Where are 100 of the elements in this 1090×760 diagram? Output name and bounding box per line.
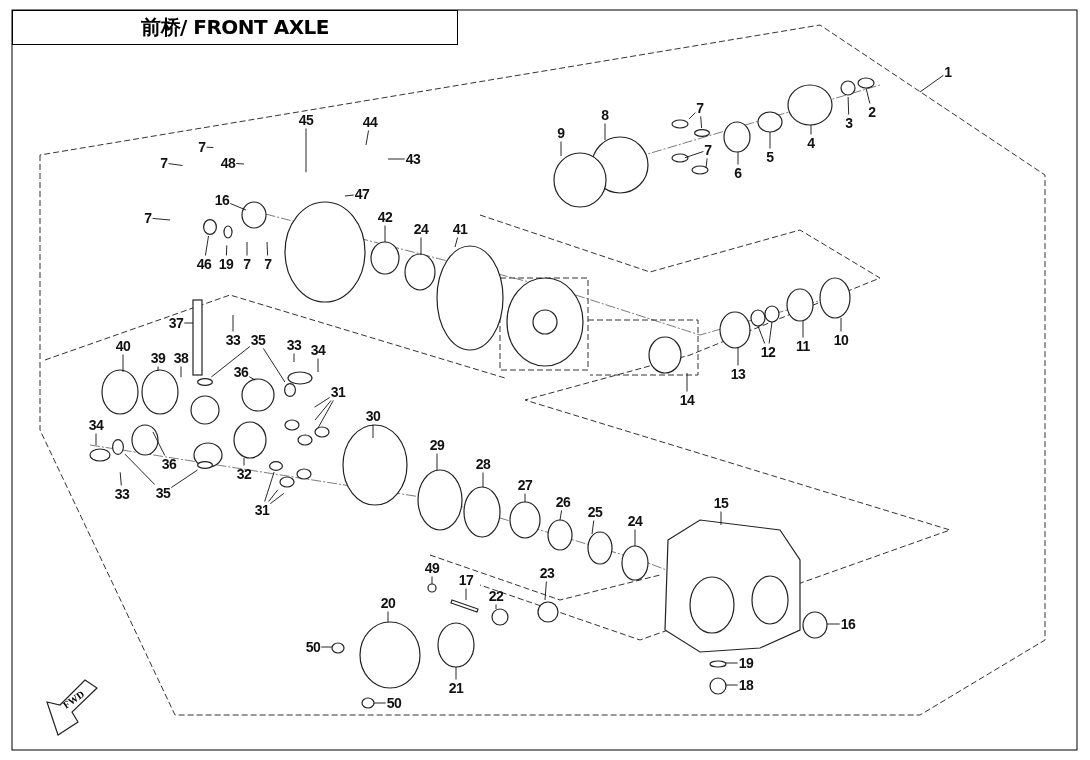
- leader-line: [225, 244, 228, 256]
- leader-line: [700, 116, 703, 129]
- callout-number: 10: [833, 332, 849, 348]
- leader-line: [737, 151, 739, 165]
- callout-number: 50: [386, 695, 402, 711]
- callout-number: 16: [214, 192, 230, 208]
- callout-number: 3: [845, 115, 853, 131]
- leader-line: [604, 123, 606, 141]
- leader-line: [305, 128, 307, 173]
- leader-line: [684, 151, 704, 159]
- callout-number: 30: [365, 408, 381, 424]
- leader-line: [314, 396, 331, 408]
- leader-line: [246, 241, 248, 256]
- callout-number: 12: [760, 344, 776, 360]
- callout-number: 21: [448, 680, 464, 696]
- callout-number: 33: [225, 332, 241, 348]
- leader-line: [560, 141, 562, 157]
- callout-number: 50: [305, 639, 321, 655]
- callout-number: 35: [250, 332, 266, 348]
- leader-line: [559, 510, 563, 521]
- leader-line: [365, 130, 369, 146]
- callout-number: 45: [298, 112, 314, 128]
- callout-number: 27: [517, 477, 533, 493]
- leader-line: [465, 588, 467, 601]
- leader-line: [124, 453, 156, 485]
- leader-line: [725, 684, 739, 686]
- leader-line: [810, 124, 812, 135]
- leader-line: [431, 576, 433, 585]
- leader-line: [720, 511, 722, 526]
- leader-line: [152, 217, 171, 221]
- leader-line: [802, 320, 804, 338]
- leader-line: [420, 237, 422, 256]
- callout-number: 47: [354, 186, 370, 202]
- leader-line: [372, 424, 374, 439]
- leader-line: [495, 604, 497, 610]
- callout-number: 24: [627, 513, 643, 529]
- leader-line: [152, 431, 166, 456]
- callout-number: 36: [233, 364, 249, 380]
- callout-number: 28: [475, 456, 491, 472]
- leader-line: [482, 472, 484, 488]
- leader-line: [757, 325, 766, 344]
- callout-number: 16: [840, 616, 856, 632]
- leader-line: [268, 489, 279, 502]
- callout-number: 38: [173, 350, 189, 366]
- callout-number: 17: [458, 572, 474, 588]
- callout-number: 33: [286, 337, 302, 353]
- callout-number: 23: [539, 565, 555, 581]
- leader-line: [95, 433, 97, 446]
- callout-number: 42: [377, 209, 393, 225]
- callout-number: 11: [796, 338, 810, 354]
- leader-line: [737, 347, 739, 366]
- callout-number: 7: [704, 142, 712, 158]
- leader-line: [248, 376, 256, 381]
- callout-number: 7: [696, 100, 704, 116]
- callout-number: 32: [236, 466, 252, 482]
- leader-line: [826, 623, 841, 625]
- leader-line: [384, 225, 386, 243]
- callout-number: 26: [555, 494, 571, 510]
- leader-line: [122, 354, 124, 373]
- leader-line: [180, 366, 182, 378]
- leader-line: [919, 74, 944, 93]
- leader-line: [591, 520, 595, 535]
- callout-number: 33: [114, 486, 130, 502]
- leader-line: [320, 646, 333, 648]
- callout-number: 19: [218, 256, 234, 272]
- washer: [197, 461, 213, 469]
- callout-number: 48: [220, 155, 236, 171]
- callout-number: 7: [160, 155, 168, 171]
- callout-number: 13: [730, 366, 746, 382]
- callout-number: 1: [944, 64, 952, 80]
- leader-line: [264, 471, 275, 502]
- callout-number: 41: [452, 221, 468, 237]
- plug: [203, 219, 217, 235]
- callout-number: 44: [362, 114, 378, 130]
- leader-line: [544, 581, 547, 601]
- callout-number: 20: [380, 595, 396, 611]
- leader-line: [204, 235, 209, 256]
- leader-line: [865, 87, 871, 104]
- leader-line: [266, 241, 269, 256]
- leader-line: [206, 146, 214, 148]
- bolt: [269, 461, 283, 471]
- callout-number: 7: [243, 256, 251, 272]
- callout-number: 14: [679, 392, 695, 408]
- callout-number: 31: [254, 502, 270, 518]
- leader-line: [344, 194, 355, 197]
- callout-number: 18: [738, 677, 754, 693]
- callout-number: 8: [601, 107, 609, 123]
- leader-line: [317, 400, 334, 429]
- leader-line: [210, 346, 251, 378]
- leader-line: [293, 353, 295, 363]
- leader-line: [436, 453, 438, 471]
- callout-number: 43: [405, 151, 421, 167]
- washer: [197, 378, 213, 386]
- callout-number: 31: [330, 384, 346, 400]
- callout-number: 49: [424, 560, 440, 576]
- leader-line: [170, 469, 198, 488]
- callout-number: 2: [868, 104, 876, 120]
- leader-line: [243, 457, 245, 466]
- callout-number: 24: [413, 221, 429, 237]
- leader-line: [373, 702, 387, 704]
